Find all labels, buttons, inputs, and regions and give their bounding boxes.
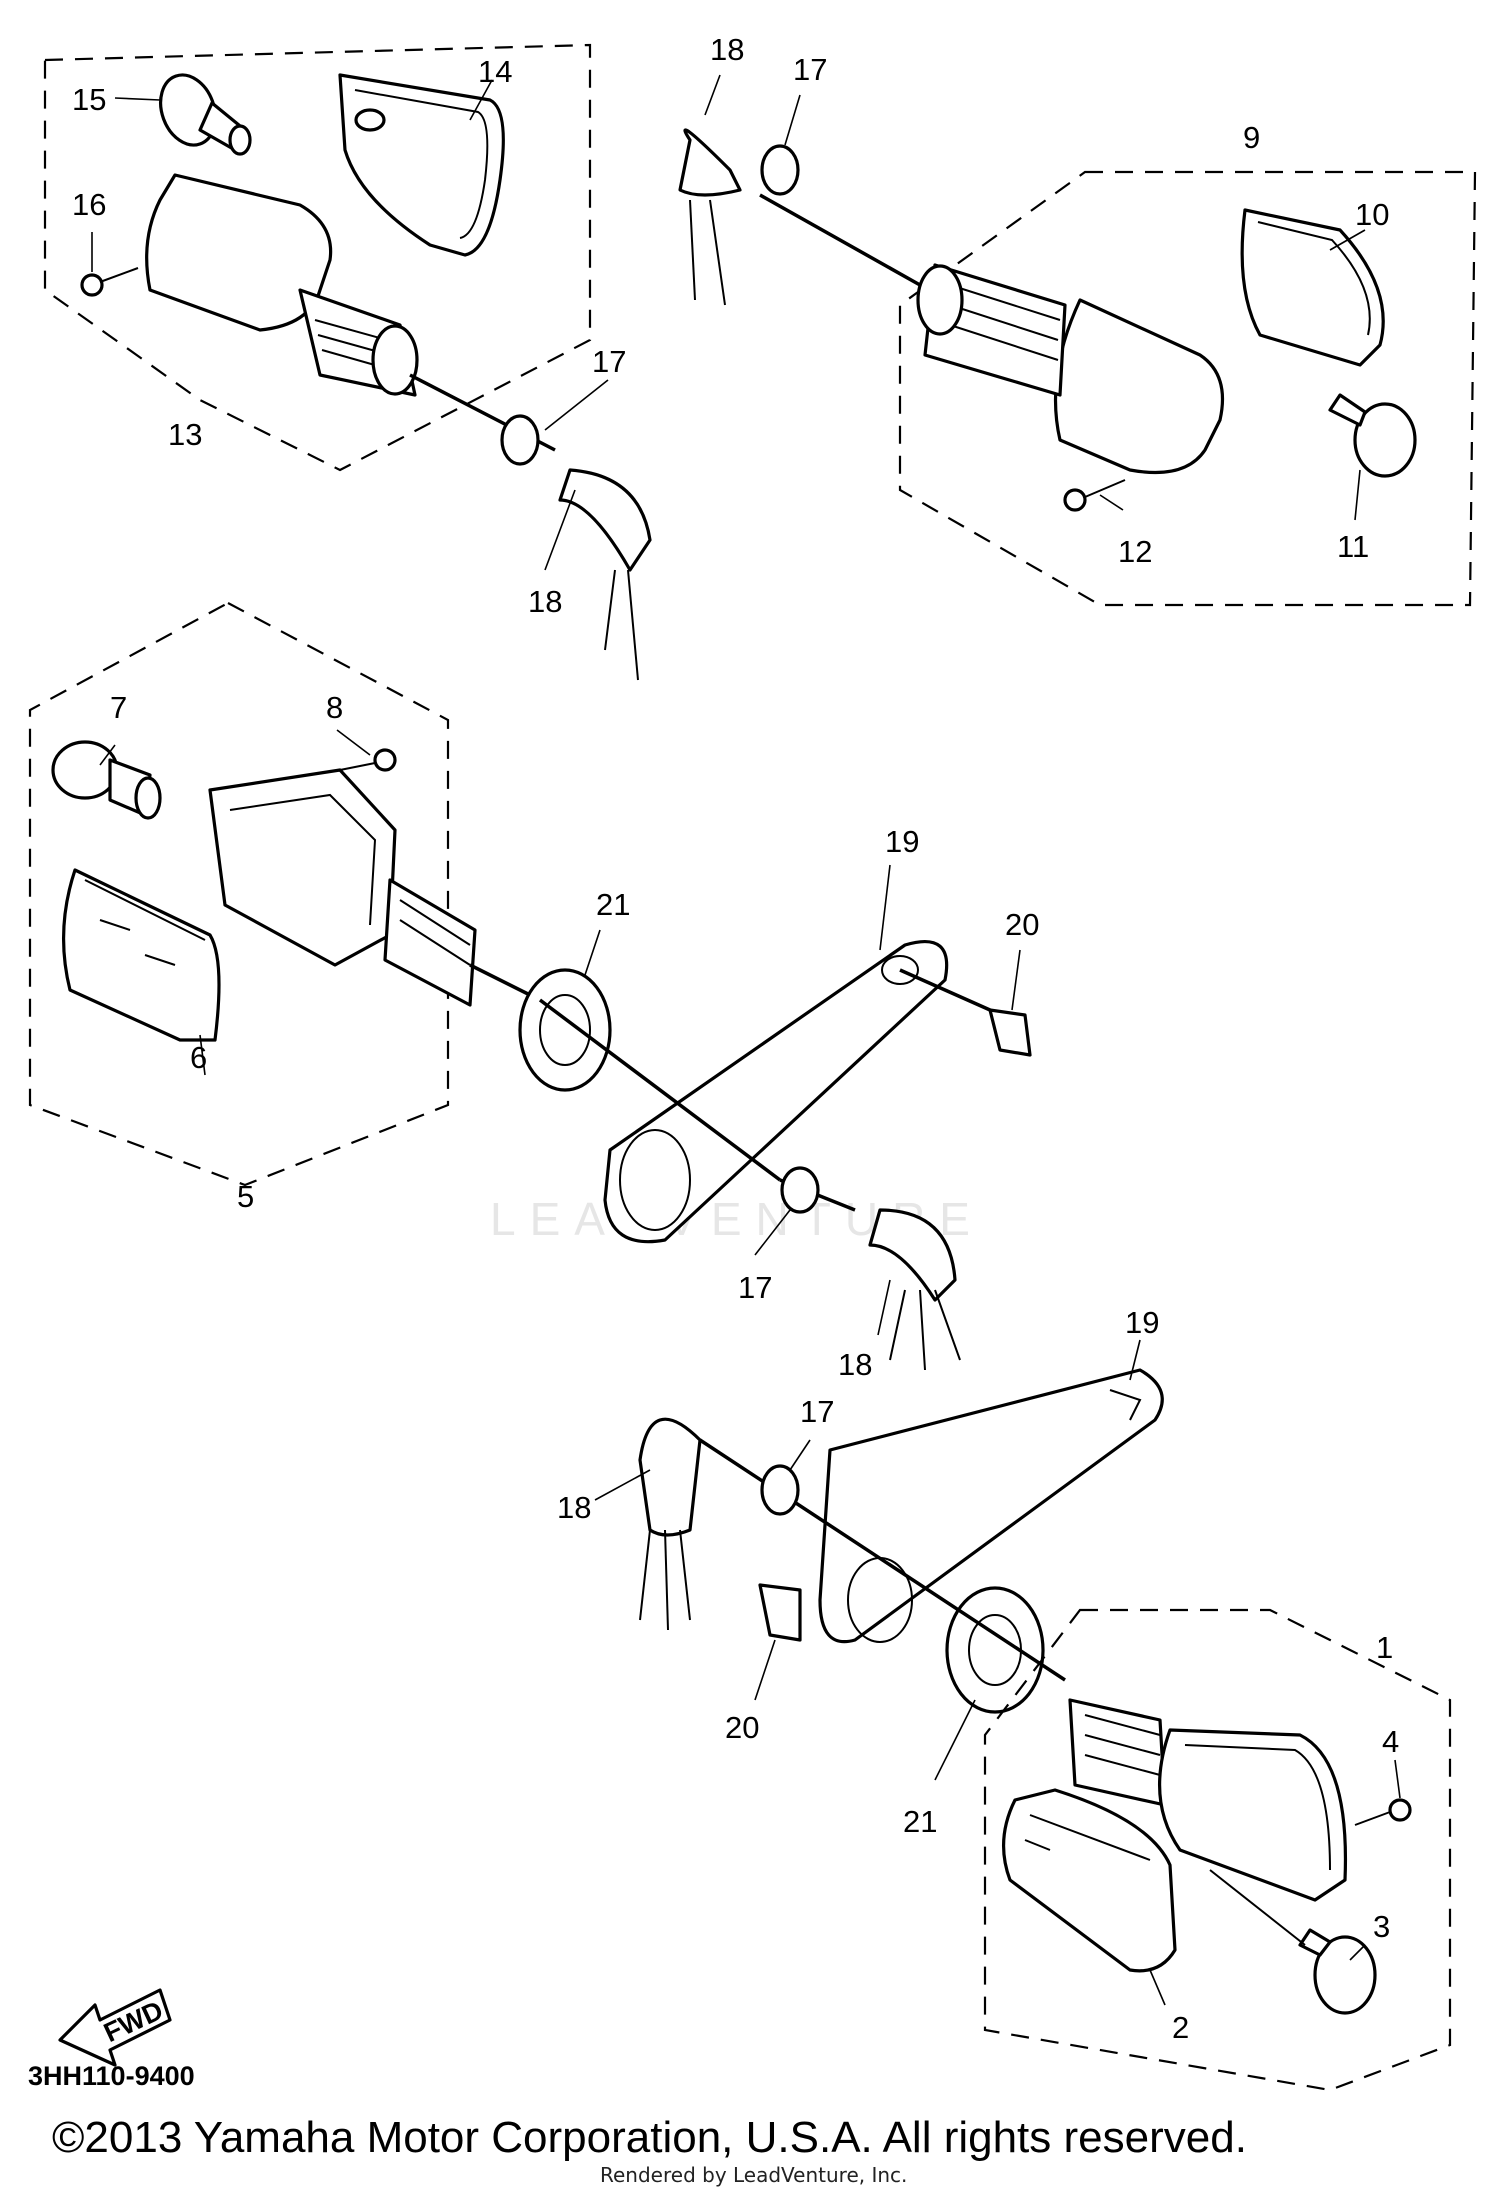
- callout-9: 9: [1243, 120, 1260, 155]
- washer-21-a: [518, 968, 612, 1092]
- lens-14: [338, 73, 505, 257]
- callout-leaders: [91, 74, 1401, 2006]
- grommet-17-d: [760, 1464, 800, 1516]
- bulb-15: [159, 73, 252, 156]
- callout-14: 14: [478, 54, 512, 89]
- bottom-mounting-set: [638, 1368, 1164, 1714]
- callout-17-bottom: 17: [800, 1394, 834, 1429]
- callout-4: 4: [1382, 1724, 1399, 1759]
- boot-18-d: [638, 1417, 702, 1537]
- top-wiring: [500, 128, 800, 681]
- rendered-by-notice: Rendered by LeadVenture, Inc.: [600, 2163, 907, 2187]
- washer-21-b: [945, 1586, 1045, 1714]
- callout-11: 11: [1337, 529, 1369, 564]
- callout-6: 6: [190, 1040, 207, 1075]
- screw-16: [80, 267, 139, 297]
- middle-mounting-set: [518, 940, 1032, 1371]
- callout-10: 10: [1355, 197, 1389, 232]
- callout-21-bottom: 21: [903, 1804, 937, 1839]
- screw-4: [1354, 1798, 1412, 1826]
- screw-8: [339, 748, 397, 772]
- grommet-17-b: [760, 144, 800, 196]
- assembly-13-boundary: [43, 43, 592, 472]
- grommet-17-c: [780, 1166, 820, 1214]
- lens-6: [61, 868, 221, 1042]
- stem-9: [759, 193, 921, 287]
- assembly-9-boundary: [898, 170, 1477, 607]
- turn-signal-assembly-5: [28, 601, 541, 1187]
- grommet-17-a: [500, 414, 540, 466]
- turn-signal-assembly-1: [983, 1608, 1452, 2092]
- lens-10: [1240, 208, 1385, 367]
- callout-20-middle: 20: [1005, 907, 1039, 942]
- callout-18-middle: 18: [838, 1347, 872, 1382]
- callout-17-top-left: 17: [592, 344, 626, 379]
- turn-signal-assembly-9: [759, 170, 1477, 607]
- callout-13: 13: [168, 417, 202, 452]
- forward-direction-arrow: FWD: [58, 1988, 172, 2067]
- housing-5: [208, 768, 477, 1007]
- callout-labels: 1 2 3 4 5 6 7 8 9 10 11 12 13 14 15 16 1…: [72, 32, 1399, 2045]
- callout-16: 16: [72, 187, 106, 222]
- callout-18-top-right: 18: [710, 32, 744, 67]
- turn-signal-assembly-13: [43, 43, 592, 472]
- copyright-notice: ©2013 Yamaha Motor Corporation, U.S.A. A…: [52, 2113, 1247, 2162]
- boot-18-b: [678, 128, 742, 197]
- bulb-3: [1298, 1928, 1377, 2015]
- callout-17-top-right: 17: [793, 52, 827, 87]
- lens-2: [1002, 1788, 1177, 1973]
- clip-20-a: [988, 1008, 1032, 1057]
- callout-5: 5: [237, 1179, 254, 1214]
- callout-12: 12: [1118, 534, 1152, 569]
- callout-18-top-left: 18: [528, 584, 562, 619]
- bulb-7: [51, 740, 162, 820]
- callout-18-bottom: 18: [557, 1490, 591, 1525]
- screw-12: [1063, 479, 1126, 512]
- housing-1: [1068, 1698, 1348, 1902]
- assembly-1-boundary: [983, 1608, 1452, 2092]
- bracket-19-a: [603, 940, 949, 1244]
- callout-1: 1: [1376, 1630, 1393, 1665]
- callout-20-bottom: 20: [725, 1710, 759, 1745]
- boot-18-c: [868, 1208, 957, 1302]
- clip-20-b: [758, 1583, 802, 1642]
- callout-2: 2: [1172, 2010, 1189, 2045]
- assembly-5-boundary: [28, 601, 450, 1187]
- callout-19-middle: 19: [885, 824, 919, 859]
- callout-8: 8: [326, 690, 343, 725]
- callout-3: 3: [1373, 1909, 1390, 1944]
- boot-18-a: [558, 468, 652, 572]
- callout-15: 15: [72, 82, 106, 117]
- callout-21-middle: 21: [596, 887, 630, 922]
- callout-17-middle: 17: [738, 1270, 772, 1305]
- callout-19-bottom: 19: [1125, 1305, 1159, 1340]
- housing-13: [145, 173, 419, 397]
- diagram-code: 3HH110-9400: [28, 2061, 195, 2091]
- bulb-11: [1328, 393, 1417, 478]
- housing-9: [916, 263, 1225, 475]
- callout-7: 7: [110, 690, 127, 725]
